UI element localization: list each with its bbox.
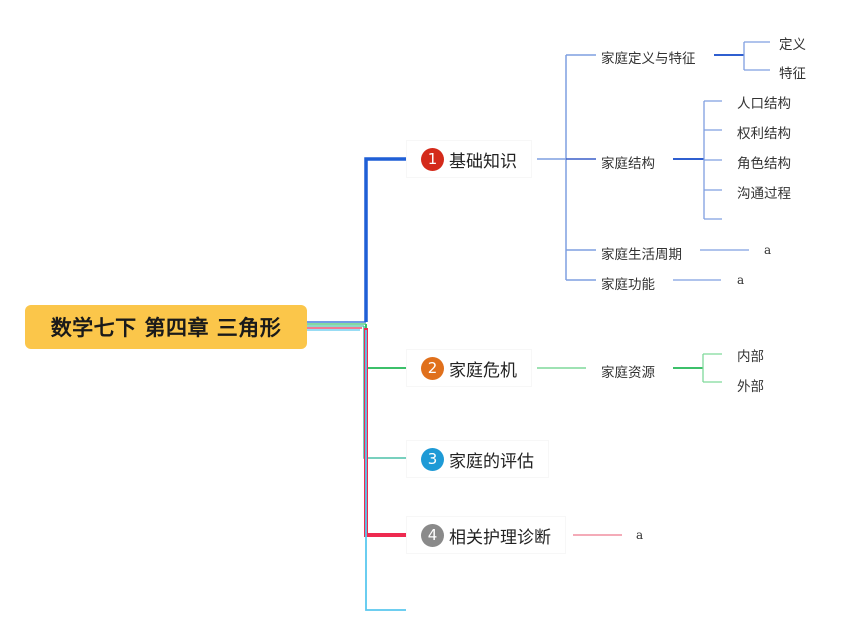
number-3-badge: 3: [421, 447, 444, 471]
number-2-badge: 2: [421, 356, 444, 380]
definition-leaf-lines: [743, 41, 770, 71]
leaf-definition[interactable]: 定义: [779, 37, 806, 53]
branch-4-topic[interactable]: 4 相关护理诊断: [407, 517, 565, 553]
branch-4-line: [364, 328, 406, 537]
structure-leaf-lines: [703, 100, 722, 220]
branch-3-label: 家庭的评估: [449, 451, 534, 472]
branch-4-label: 相关护理诊断: [449, 527, 551, 548]
leaf-function-a[interactable]: a: [737, 273, 745, 287]
leaf-power-structure[interactable]: 权利结构: [737, 126, 791, 142]
resource-leaf-lines: [702, 353, 722, 383]
root-connector-bundle: [307, 321, 366, 331]
number-4-badge: 4: [421, 523, 444, 547]
branch-3-topic[interactable]: 3 家庭的评估: [407, 441, 548, 477]
leaf-population-structure[interactable]: 人口结构: [737, 96, 791, 112]
subtopic-family-function[interactable]: 家庭功能: [599, 272, 657, 294]
subtopic-nursing-diagnosis-a[interactable]: a: [636, 528, 644, 542]
branch-3-line: [363, 326, 406, 459]
number-1-badge: 1: [421, 147, 444, 171]
branch-1-label: 基础知识: [449, 151, 517, 172]
root-topic[interactable]: 数学七下 第四章 三角形: [25, 305, 307, 349]
subtopic-family-lifecycle[interactable]: 家庭生活周期: [599, 242, 684, 264]
leaf-characteristics[interactable]: 特征: [779, 66, 806, 82]
branch-1-line: [364, 157, 406, 322]
leaf-external[interactable]: 外部: [737, 379, 764, 395]
subtopic-family-resources[interactable]: 家庭资源: [599, 360, 657, 382]
branch-2-line: [365, 324, 406, 369]
subtopic-family-structure[interactable]: 家庭结构: [599, 151, 657, 173]
branch-1-topic[interactable]: 1 基础知识: [407, 141, 531, 177]
leaf-role-structure[interactable]: 角色结构: [737, 156, 791, 172]
leaf-internal[interactable]: 内部: [737, 349, 764, 365]
leaf-communication-process[interactable]: 沟通过程: [737, 186, 791, 202]
branch-2-topic[interactable]: 2 家庭危机: [407, 350, 531, 386]
branch-1-sub-lines: [537, 54, 596, 281]
subtopic-family-definition[interactable]: 家庭定义与特征: [599, 46, 698, 68]
leaf-lifecycle-a[interactable]: a: [764, 243, 772, 257]
branch-2-label: 家庭危机: [449, 360, 517, 381]
branch-5-line: [365, 330, 406, 611]
root-topic-label: 数学七下 第四章 三角形: [50, 316, 282, 340]
